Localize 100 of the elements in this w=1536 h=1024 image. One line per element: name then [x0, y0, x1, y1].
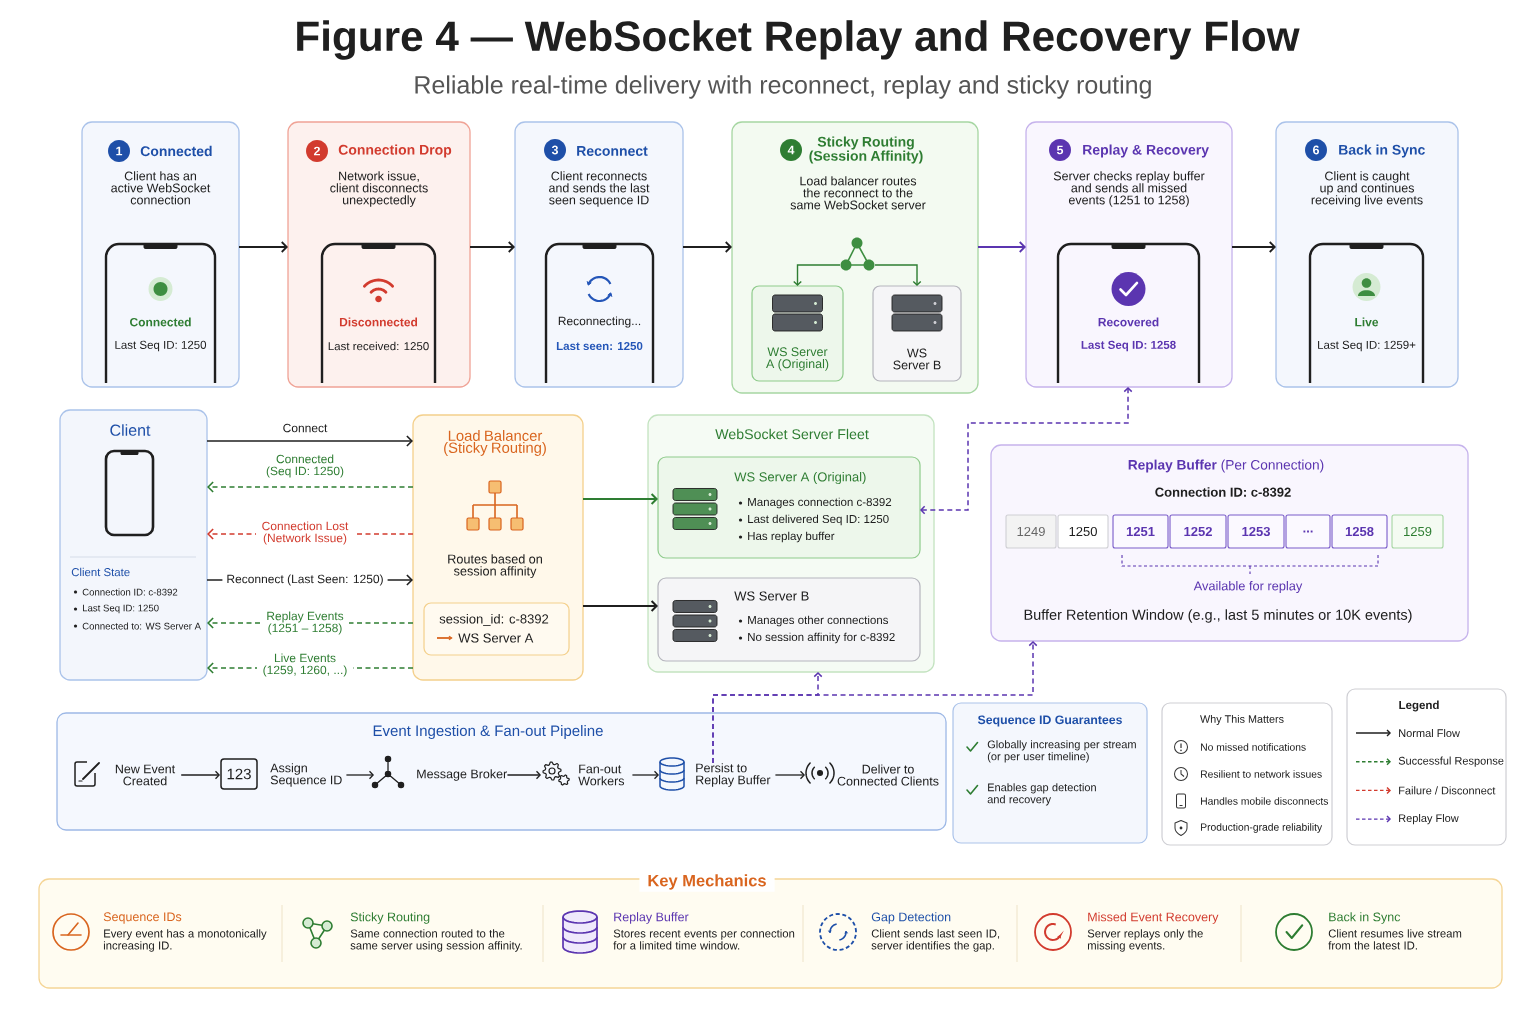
sequence-text: Last Seq ID: 1259+ [1318, 340, 1416, 352]
edge-label: Replay Events (1251 – 1258) [261, 610, 349, 636]
status-text: Recovered [1098, 317, 1159, 327]
buffer-cell: 1259 [1391, 514, 1444, 549]
list-item: Has replay buffer [748, 531, 835, 543]
sequence-text: Last Seq ID: 1250 [115, 340, 207, 352]
figure-title: Figure 4 — WebSocket Replay and Recovery Flow [297, 20, 1300, 60]
step-label: Assign Sequence ID [270, 763, 342, 787]
step-description: Server checks replay buffer and sends all missed events (1251 to 1258) [1053, 171, 1205, 207]
legend-label: Replay Flow [1399, 813, 1459, 825]
status-text: Live [1355, 317, 1379, 327]
arrow [582, 493, 658, 505]
card-text: Globally increasing per stream (or per user timeline) [987, 740, 1136, 763]
legend-label: Failure / Disconnect [1399, 786, 1496, 795]
step-heading: Replay & Recovery [1083, 144, 1209, 158]
arrow [207, 481, 414, 493]
item-title: Sticky Routing [350, 912, 430, 924]
arrow [206, 435, 413, 447]
edge-label: Connect [283, 423, 328, 433]
session-text: session_id: c-8392 [439, 614, 549, 626]
step-heading: Connection Drop [338, 144, 452, 158]
number-badge: 5 [1049, 139, 1071, 161]
item-text: Server replays only the missing events. [1087, 929, 1203, 952]
item-text: Client resumes live stream from the latest ID. [1328, 929, 1462, 950]
number-badge: 3 [544, 139, 566, 161]
bracket-label: Available for replay [1193, 581, 1303, 593]
item-text: Client sends last seen ID, server identifies the gap. [871, 929, 1000, 952]
card-text: Handles mobile disconnects [1201, 797, 1329, 805]
panel-title: Key Mechanics [639, 872, 775, 892]
session-target: WS Server A [458, 633, 534, 643]
buffer-cell: 1249 [1005, 514, 1057, 549]
card-text: Enables gap detection and recovery [987, 783, 1096, 806]
arrow [506, 770, 541, 780]
legend-label: Normal Flow [1399, 728, 1460, 738]
panel-title: Load Balancer (Sticky Routing) [444, 430, 546, 456]
step-heading: Reconnect [577, 146, 648, 156]
server-title: WS Server A (Original) [734, 471, 866, 485]
arrow [469, 241, 515, 253]
list-item: Last Seq ID: 1250 [83, 604, 159, 614]
step-description: Load balancer routes the reconnect to the same WebSocket server [790, 176, 926, 210]
number-badge: 2 [306, 140, 328, 162]
edge-label: Connection Lost (Network Issue) [256, 520, 354, 546]
item-title: Sequence IDs [103, 912, 182, 924]
legend-label: Successful Response [1398, 756, 1504, 767]
step-label: New Event Created [115, 764, 176, 786]
card-text: Resilient to network issues [1201, 770, 1322, 778]
item-title: Missed Event Recovery [1088, 912, 1219, 924]
card-text: Production-grade reliability [1201, 823, 1323, 833]
number-badge: 1 [108, 140, 130, 162]
step-label: Message Broker [417, 769, 507, 781]
buffer-cell: 1258 [1331, 514, 1388, 549]
panel-title: Event Ingestion & Fan-out Pipeline [373, 725, 603, 739]
section-heading: Client State [71, 567, 130, 577]
panel-text: Routes based on session affinity [448, 554, 542, 579]
edge-label: Live Events (1259, 1260, ...) [257, 652, 353, 678]
status-text: Connected [130, 317, 191, 327]
edge-label: Reconnect (Last Seen: 1250) [222, 573, 388, 587]
phone-icon [104, 449, 155, 537]
buffer-cell: ... [1285, 514, 1331, 549]
number-box: 123 [220, 758, 258, 790]
server-label: WS Server A (Original) [766, 347, 829, 371]
card-title: Sequence ID Guarantees [977, 715, 1122, 727]
arrow [977, 241, 1026, 253]
status-text: Reconnecting... [558, 316, 641, 328]
item-text: Stores recent events per connection for a limited time window. [613, 929, 795, 950]
list-item: No session affinity for c-8392 [748, 632, 895, 644]
panel-title: WebSocket Server Fleet [715, 428, 869, 440]
step-label: Persist to Replay Buffer [696, 763, 771, 787]
arrow [793, 264, 841, 286]
arrow [712, 672, 823, 764]
step-description: Client is caught up and continues receiving live events [1311, 171, 1423, 207]
server-label: WS Server B [893, 348, 941, 370]
subtitle: Reliable real-time delivery with reconnect, replay and sticky routing [415, 75, 1151, 99]
status-text: Disconnected [339, 317, 418, 327]
network-icon [840, 237, 875, 271]
step-heading: Connected [140, 145, 212, 157]
step-description: Network issue, client disconnects unexpectedly [330, 171, 428, 207]
arrow [774, 770, 805, 780]
arrow [180, 770, 220, 780]
arrow [631, 770, 659, 780]
arrow [920, 387, 1133, 515]
panel-title: Client [110, 424, 151, 436]
item-text: Every event has a monotonically increasing ID. [103, 929, 267, 952]
list-item: Connected to: WS Server A [82, 622, 201, 630]
arrow [682, 241, 732, 253]
buffer-cell: 1250 [1057, 514, 1109, 549]
number-badge: 6 [1305, 139, 1327, 161]
arrow [582, 600, 658, 612]
card-text: No missed notifications [1201, 743, 1306, 751]
list-item: Connection ID: c-8392 [82, 588, 178, 596]
retention-text: Buffer Retention Window (e.g., last 5 minutes or 10K events) [1024, 609, 1412, 623]
step-heading: Sticky Routing (Session Affinity) [809, 136, 923, 164]
number-badge: 4 [780, 139, 802, 161]
list-item: Manages other connections [748, 615, 889, 627]
step-description: Client reconnects and sends the last seen sequence ID [549, 171, 650, 207]
card-title: Why This Matters [1200, 714, 1284, 726]
arrow [1231, 241, 1276, 253]
sequence-text: Last seen: 1250 [556, 341, 643, 351]
list-item: Last delivered Seq ID: 1250 [748, 514, 889, 526]
sequence-text: Last received: 1250 [328, 341, 429, 351]
